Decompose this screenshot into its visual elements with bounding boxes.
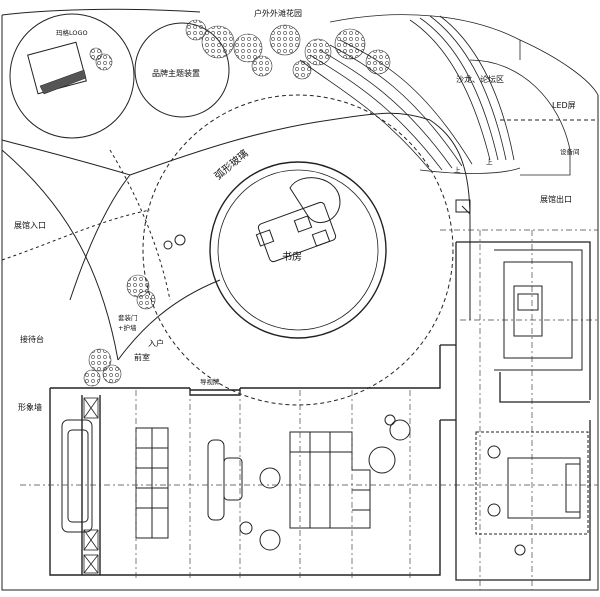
- door-guard-label-1: 套装门: [118, 313, 138, 322]
- guide-rail-label: 导视牌: [200, 377, 220, 386]
- up-label-2: 上: [454, 165, 461, 174]
- outdoor-garden-label: 户外外滩花园: [254, 8, 302, 18]
- kitchen-island: [289, 431, 371, 529]
- small-sofa: [207, 439, 243, 521]
- door-guard-label-2: +护墙: [118, 323, 137, 332]
- salon-curved-steps: [299, 14, 599, 176]
- curved-glass-label: 弧形玻璃: [212, 147, 251, 183]
- entrance-foyer-label-1: 入户: [148, 338, 164, 348]
- main-hall-walls: [49, 345, 441, 576]
- right-wing-walls: [440, 241, 591, 581]
- garden-trees: [83, 19, 391, 387]
- pillars: [83, 397, 99, 574]
- led-screen-label: LED屏: [552, 101, 576, 110]
- image-wall-label: 形象墙: [18, 402, 42, 412]
- entrance-foyer-label-2: 前室: [134, 352, 150, 362]
- equipment-room-label: 设备间: [560, 147, 580, 156]
- logo-label: 玛格LOGO: [56, 28, 88, 37]
- bed: [475, 431, 589, 556]
- shelf-column: [135, 427, 169, 539]
- up-label-1: 上: [486, 157, 493, 166]
- site-boundary: [1, 8, 599, 591]
- study-furniture: [255, 177, 341, 263]
- salon-forum-label: 沙龙、论坛区: [456, 74, 504, 84]
- brand-installation-label: 品牌主题装置: [152, 68, 200, 78]
- right-sofa-set: [494, 249, 583, 371]
- hall-exit-stairs: [455, 199, 471, 215]
- exhibition-circle: [142, 94, 454, 406]
- left-sofa: [61, 419, 93, 533]
- hall-exit-label: 展馆出口: [540, 194, 572, 204]
- hall-entrance-label: 展馆入口: [14, 220, 46, 230]
- reception-label: 接待台: [20, 334, 44, 344]
- round-tables: [163, 234, 411, 551]
- brand-installation-circle: [134, 22, 230, 118]
- logo-circle: [9, 13, 135, 139]
- axis-lines: [20, 229, 598, 590]
- entrance-paths: [1, 112, 471, 361]
- study-label: 书房: [282, 250, 302, 263]
